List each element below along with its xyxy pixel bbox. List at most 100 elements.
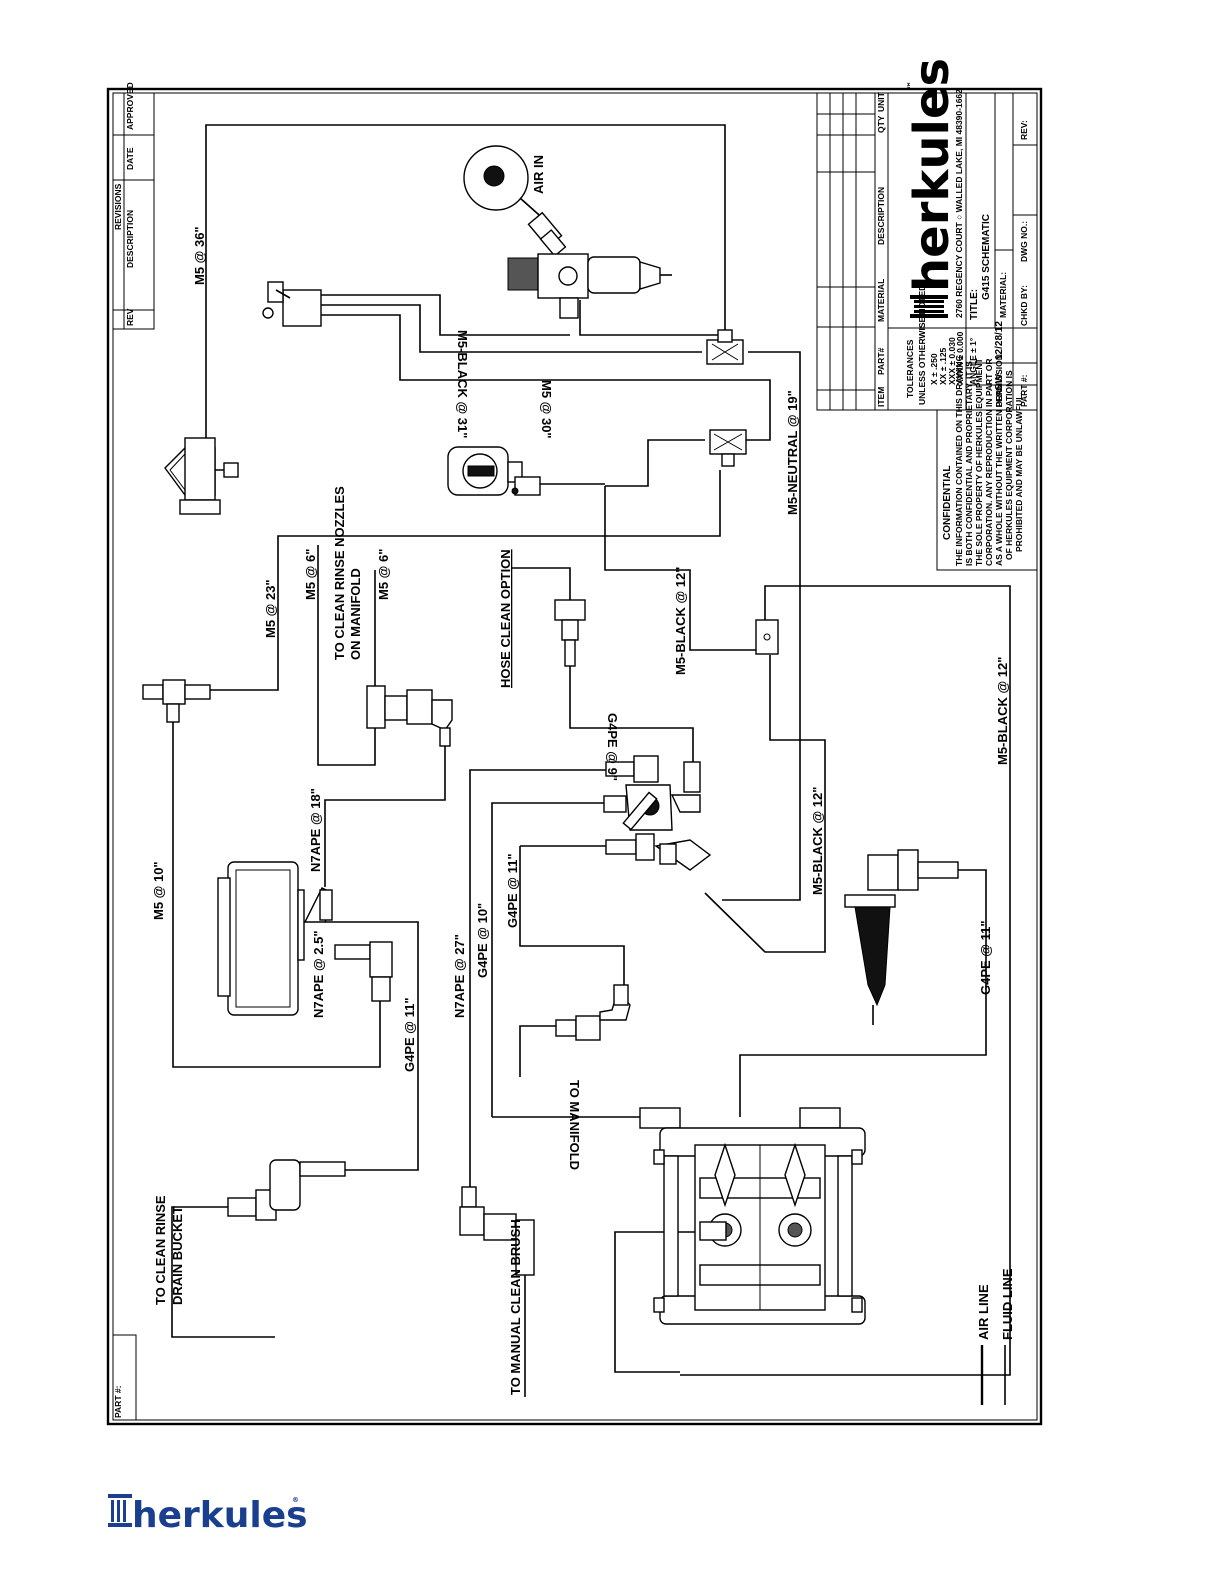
part-col: PART# bbox=[876, 347, 886, 375]
legend-fluid-line: FLUID LINE bbox=[1000, 1268, 1015, 1340]
label-rinse-nozzles-2: ON MANIFOLD bbox=[348, 568, 363, 660]
tol-angle: ANGLE ± 1° bbox=[968, 337, 978, 385]
label-m5-black-31: M5-BLACK @ 31" bbox=[455, 330, 470, 438]
manifold-valve bbox=[603, 755, 712, 871]
unit-col: UNIT bbox=[876, 91, 886, 112]
line-labels: M5 @ 36" M5-BLACK @ 31" M5 @ 30" M5-NEUT… bbox=[151, 226, 1015, 1395]
label-to-manifold: TO MANIFOLD bbox=[567, 1080, 582, 1170]
confidential-title: CONFIDENTIAL bbox=[942, 466, 953, 540]
rev-col: REV bbox=[125, 308, 135, 326]
descr-col: DESCRIPTION bbox=[876, 187, 886, 245]
address: 2760 REGENCY COURT ○ WALLED LAKE, MI 483… bbox=[954, 89, 964, 318]
confidential-line-5: AS A WHOLE WITHOUT THE WRITTEN PERMISSIO… bbox=[994, 354, 1004, 566]
rotary-valve bbox=[447, 446, 605, 496]
material-col: MATERIAL bbox=[876, 279, 886, 322]
title-brand-text: herkules bbox=[904, 58, 960, 292]
confidential-block: CONFIDENTIAL THE INFORMATION CONTAINED O… bbox=[936, 354, 1038, 571]
label-hose-clean: HOSE CLEAN OPTION bbox=[498, 549, 513, 688]
fluid-filter bbox=[844, 849, 959, 1025]
material-label: MATERIAL: bbox=[998, 272, 1008, 318]
legend bbox=[980, 1345, 1006, 1405]
revision-block: REVISIONS REV DESCRIPTION DATE APPROVED bbox=[112, 82, 155, 330]
label-m5-black-12b: M5-BLACK @ 12" bbox=[810, 787, 825, 895]
confidential-line-3: THE SOLE PROPERTY OF HERKULES EQUIPMENT bbox=[974, 358, 984, 566]
outer-frame bbox=[106, 87, 1043, 1426]
air-regulator bbox=[507, 253, 672, 319]
label-m5-black-12c: M5-BLACK @ 12" bbox=[995, 657, 1010, 765]
air-cylinder bbox=[164, 437, 239, 515]
title-trademark: ™ bbox=[907, 81, 917, 90]
drain-fitting bbox=[227, 1159, 346, 1221]
confidential-line-1: THE INFORMATION CONTAINED ON THIS DRAWIN… bbox=[954, 354, 964, 566]
approved-col: APPROVED bbox=[125, 82, 135, 130]
tee-fitting-lower bbox=[709, 429, 747, 467]
left-part-box: PART #: bbox=[112, 1334, 137, 1421]
label-m5-10: M5 @ 10" bbox=[151, 861, 166, 920]
tolerances-1: TOLERANCES bbox=[905, 339, 915, 398]
legend-air-line: AIR LINE bbox=[976, 1284, 991, 1340]
label-m5-neutral-19: M5-NEUTRAL @ 19" bbox=[785, 390, 800, 515]
inline-filter bbox=[755, 619, 779, 655]
brush-fitting bbox=[459, 1186, 535, 1276]
label-g4pe-11b: G4PE @ 11" bbox=[505, 854, 520, 929]
label-drain-1: TO CLEAN RINSE bbox=[153, 1195, 168, 1305]
confidential-line-4: CORPORATION. ANY REPRODUCTION IN PART OR bbox=[984, 359, 994, 566]
left-part-label: PART #: bbox=[113, 1385, 123, 1418]
chkd-label: CHKD BY: bbox=[1019, 285, 1029, 326]
label-g4pe-11a: G4PE @ 11" bbox=[402, 998, 417, 1073]
label-drain-2: DRAIN BUCKET bbox=[170, 1206, 185, 1305]
description-col: DESCRIPTION bbox=[125, 210, 135, 268]
confidential-line-2: IS BOTH CONFIDENTIAL AND PROPRIETARY. IT… bbox=[964, 361, 974, 566]
part-no-label: PART #: bbox=[1019, 374, 1029, 407]
drn-value: SW bbox=[994, 373, 1005, 390]
needle-valve bbox=[142, 679, 211, 723]
footer-brand-text: herkules bbox=[132, 1495, 308, 1536]
label-g4pe-11c: G4PE @ 11" bbox=[978, 921, 993, 996]
tee-fitting-upper bbox=[706, 329, 744, 365]
label-air-in: AIR IN bbox=[531, 155, 546, 194]
title-value: G415 SCHEMATIC bbox=[981, 214, 992, 300]
footer-brand-logo: herkules ® bbox=[108, 1494, 308, 1536]
label-m5-6a: M5 @ 6" bbox=[303, 549, 318, 600]
rev-label: REV: bbox=[1019, 120, 1029, 140]
confidential-line-7: PROHIBITED AND MAY BE UNLAWFUL. bbox=[1014, 392, 1024, 552]
label-m5-30: M5 @ 30" bbox=[539, 380, 554, 439]
manifold-fitting bbox=[555, 984, 631, 1041]
label-n7ape-27: N7APE @ 27" bbox=[452, 934, 467, 1018]
hose-clean-fitting bbox=[554, 599, 586, 667]
label-m5-6b: M5 @ 6" bbox=[376, 549, 391, 600]
item-col: ITEM bbox=[876, 387, 886, 407]
inner-frame bbox=[112, 92, 1038, 1421]
label-n7ape-25: N7APE @ 2.5" bbox=[311, 931, 326, 1018]
label-n7ape-18: N7APE @ 18" bbox=[308, 788, 323, 872]
revisions-header: REVISIONS bbox=[113, 183, 123, 230]
qty-col: QTY bbox=[876, 115, 886, 133]
dwg-label: DWG NO.: bbox=[1019, 221, 1029, 262]
air-inlet-gauge bbox=[463, 145, 567, 257]
label-manual-brush: TO MANUAL CLEAN BRUSH bbox=[508, 1219, 523, 1395]
tolerances-2: UNLESS OTHERWISE NOTED bbox=[917, 285, 927, 405]
vacuum-generator bbox=[217, 861, 393, 1016]
label-g4pe-9: G4PE @ 9" bbox=[605, 713, 620, 781]
rinse-tee bbox=[366, 685, 453, 747]
label-m5-36: M5 @ 36" bbox=[192, 226, 207, 285]
tol-xxx: XXX ± 0.030 bbox=[947, 337, 957, 385]
title-label: TITLE: bbox=[969, 289, 980, 320]
label-g4pe-10: G4PE @ 10" bbox=[475, 903, 490, 978]
label-m5-black-12a: M5-BLACK @ 12" bbox=[673, 567, 688, 675]
confidential-line-6: OF HERKULES EQUIPMENT CORPORATION IS bbox=[1004, 370, 1014, 560]
tol-xxxx: XXXX ± 0.000 bbox=[955, 331, 965, 385]
date-col: DATE bbox=[125, 147, 135, 170]
label-rinse-nozzles-1: TO CLEAN RINSE NOZZLES bbox=[332, 486, 347, 660]
label-m5-23: M5 @ 23" bbox=[263, 579, 278, 638]
footer-trademark: ® bbox=[292, 1496, 299, 1504]
drn-label: DRN: bbox=[994, 386, 1004, 407]
date-value: 12/28/12 bbox=[994, 321, 1005, 360]
diaphragm-pump bbox=[639, 1107, 866, 1325]
title-block: ITEM PART# MATERIAL DESCRIPTION QTY UNIT… bbox=[816, 58, 1038, 411]
tol-x: X ± .250 bbox=[929, 353, 939, 385]
title-brand-logo: herkules ™ bbox=[904, 58, 960, 318]
pilot-switch bbox=[262, 281, 322, 327]
tol-xx: XX ± .125 bbox=[938, 347, 948, 385]
